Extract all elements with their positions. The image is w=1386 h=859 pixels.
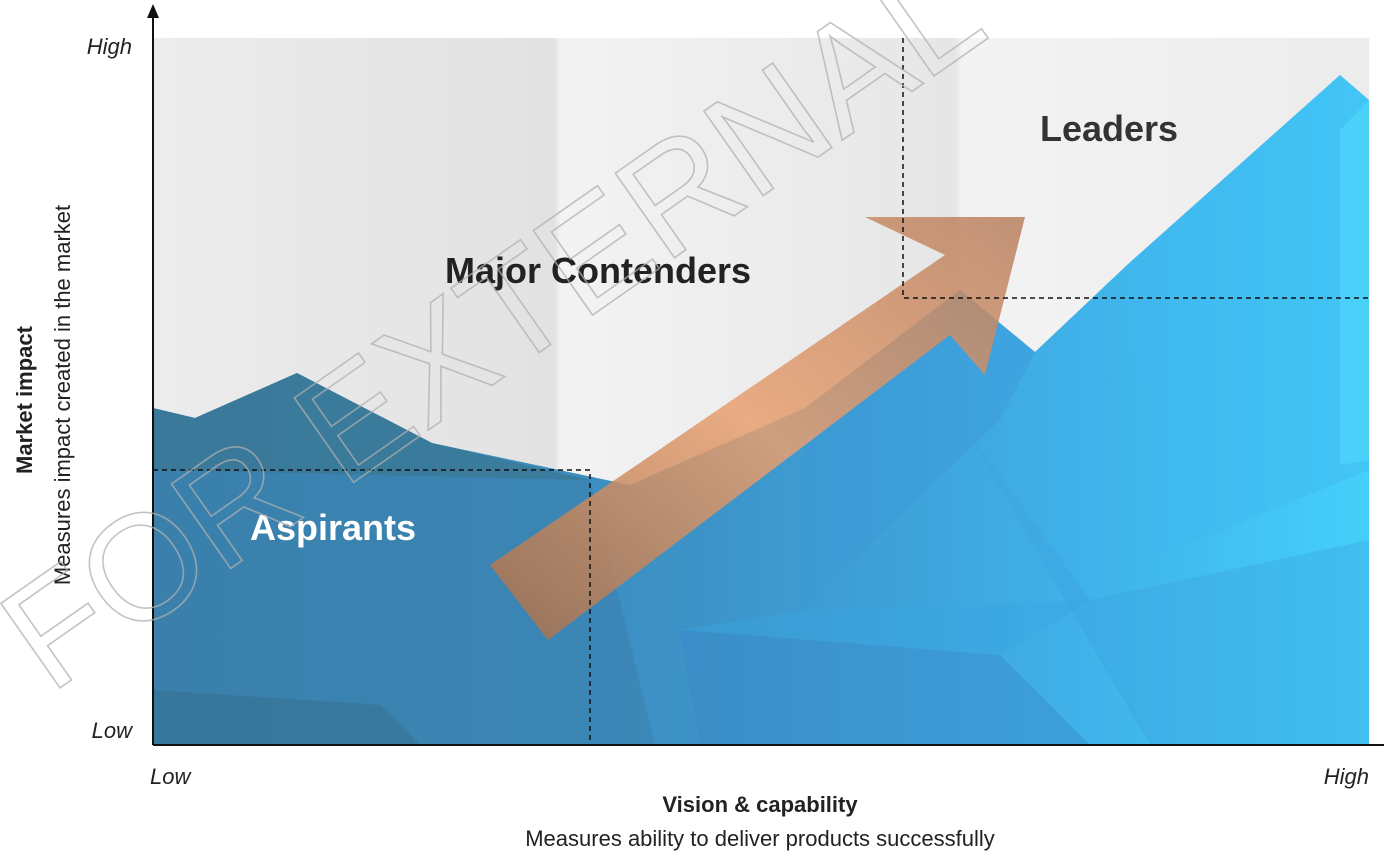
zone-label-major-contenders: Major Contenders [445,250,751,291]
x-axis-subtitle: Measures ability to deliver products suc… [525,826,995,851]
zone-label-aspirants: Aspirants [250,507,416,548]
x-low-label: Low [150,764,192,789]
y-axis-title: Market impact [12,325,37,474]
quadrant-dividers [153,38,1369,745]
axes [147,4,1384,746]
y-high-label: High [87,34,132,59]
y-axis-title-group: Market impact [12,325,37,474]
growth-arrow [490,217,1025,640]
y-low-label: Low [92,718,134,743]
y-axis-subtitle: Measures impact created in the market [50,205,75,585]
x-axis-title: Vision & capability [662,792,858,817]
zone-label-leaders: Leaders [1040,108,1178,149]
y-axis-arrowhead [147,4,159,18]
x-high-label: High [1324,764,1369,789]
y-axis-subtitle-group: Measures impact created in the market [50,205,75,585]
